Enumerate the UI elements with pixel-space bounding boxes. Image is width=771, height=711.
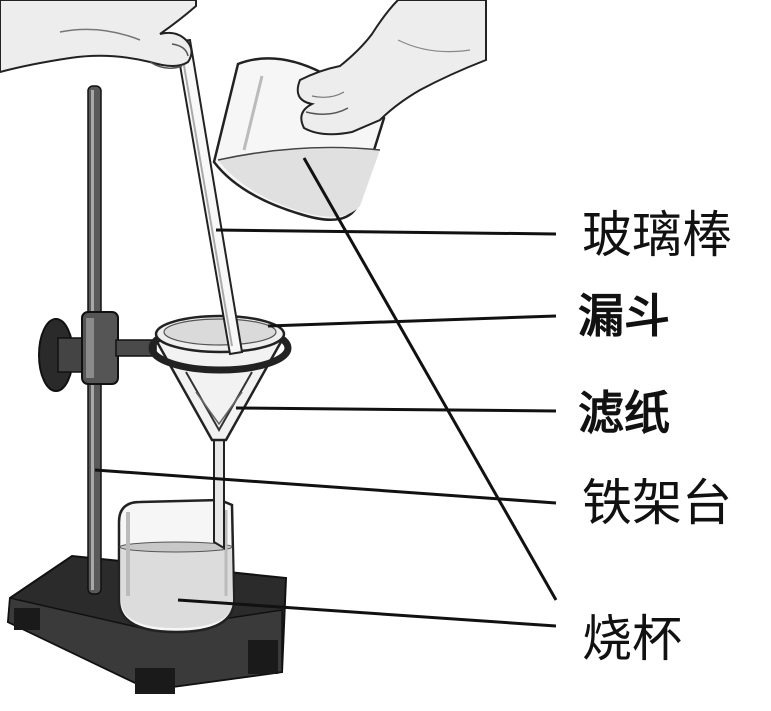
label-filter-paper: 滤纸 [578,386,670,440]
leader-line-beaker [177,598,557,628]
leader-lines [94,157,558,628]
label-glass-rod: 玻璃棒 [582,206,732,264]
label-iron-stand: 铁架台 [582,474,732,532]
leader-line-pouring-beaker [302,157,558,601]
label-beaker: 烧杯 [582,610,682,668]
right-hand [296,0,487,136]
label-funnel: 漏斗 [578,289,670,343]
funnel-stem [213,439,225,550]
funnel-ring [148,314,292,374]
beaker [117,498,236,634]
leader-line-glass-rod [215,228,557,236]
funnel [153,338,285,442]
leader-line-iron-stand [94,468,557,505]
leader-line-filter-paper [235,406,557,413]
stand-clamp [38,311,157,392]
left-hand [0,0,197,74]
leader-line-funnel [267,314,557,328]
